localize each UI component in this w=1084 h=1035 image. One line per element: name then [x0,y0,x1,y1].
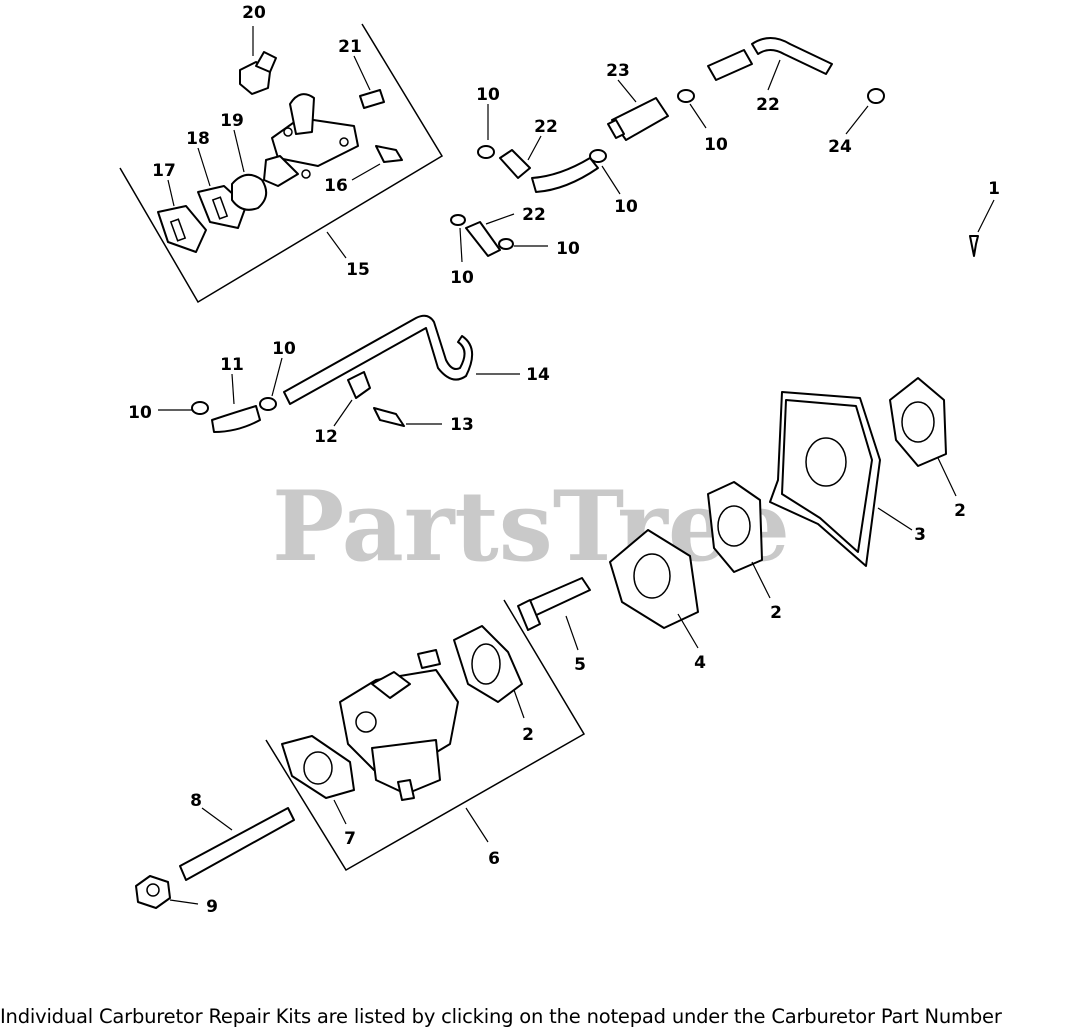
nut-9[interactable] [135,875,199,909]
callout-24: 24 [828,137,852,157]
hose-clamp-10-c[interactable] [677,89,707,129]
fuel-hose-22-short[interactable] [499,135,542,179]
fuel-hose-22-middle[interactable] [465,213,515,257]
fuel-hose-22-straight[interactable] [707,49,753,81]
fuel-line-14[interactable] [283,314,520,405]
callout-14: 14 [526,365,550,385]
fuel-pump-group-bracket [119,23,444,304]
callout-9: 9 [206,897,218,917]
callout-7: 7 [344,829,356,849]
callout-23: 23 [606,61,630,81]
line-clip-12[interactable] [333,371,371,427]
callout-20: 20 [242,3,266,23]
clip-screw-13[interactable] [373,407,442,427]
fuel-hose-22-curved[interactable] [531,157,599,193]
callout-22-b: 22 [756,95,780,115]
bolt-5[interactable] [517,577,591,651]
carburetor-group-bracket [265,599,586,872]
callout-13: 13 [450,415,474,435]
exploded-parts-diagram: PartsTree TM [119,3,1000,917]
callout-10-g: 10 [272,339,296,359]
fuel-hose-11[interactable] [211,373,261,433]
callout-3: 3 [914,525,926,545]
fuel-pump-fitting-16[interactable] [351,145,403,181]
hose-clamp-10-d[interactable] [450,214,466,263]
hose-clamp-10-f[interactable] [158,401,209,415]
callout-10-f: 10 [128,403,152,423]
fuel-filter-23[interactable] [607,79,669,141]
fuel-pump-fitting-20[interactable] [239,26,277,95]
callout-10-c: 10 [614,197,638,217]
callout-15: 15 [346,260,370,280]
callout-21: 21 [338,37,362,57]
gasket-2-b[interactable] [707,481,771,599]
callout-19: 19 [220,111,244,131]
fuel-pump-screw-21[interactable] [353,55,385,109]
callout-17: 17 [152,161,176,181]
callout-12: 12 [314,427,338,447]
callout-1: 1 [988,179,1000,199]
callout-8: 8 [190,791,202,811]
stud-8[interactable] [179,807,295,881]
callout-22-a: 22 [534,117,558,137]
callout-2-a: 2 [954,501,966,521]
fuel-pump-gasket-17[interactable] [157,179,207,253]
fuel-hose-22-elbow[interactable] [751,37,833,91]
watermark-text: PartsTree [272,470,790,583]
callout-10-a: 10 [476,85,500,105]
hose-clamp-10-b[interactable] [589,149,621,195]
gasket-2-a[interactable] [889,377,957,497]
callout-18: 18 [186,129,210,149]
callout-6: 6 [488,849,500,869]
callout-16: 16 [324,176,348,196]
callout-2-b: 2 [770,603,782,623]
fuel-pump-diaphragm-19[interactable] [231,129,268,211]
hose-clamp-10-g[interactable] [259,357,283,411]
callout-4: 4 [694,653,706,673]
carburetor-gasket-7[interactable] [281,735,355,825]
callout-10-b: 10 [704,135,728,155]
fuel-pump-body[interactable] [263,93,359,187]
carburetor-repair-kit-note: Individual Carburetor Repair Kits are li… [0,1005,1002,1028]
carburetor[interactable] [339,649,459,801]
hose-clamp-24[interactable] [845,88,885,135]
callout-2-c: 2 [522,725,534,745]
air-cleaner-base-3[interactable] [769,391,913,567]
callout-11: 11 [220,355,244,375]
carburetor-gasket-2[interactable] [453,625,525,719]
callout-10-d: 10 [556,239,580,259]
callout-5: 5 [574,655,586,675]
callout-22-c: 22 [522,205,546,225]
hose-clamp-10-a[interactable] [477,104,495,159]
adapter-4[interactable] [609,529,699,649]
callout-10-e: 10 [450,268,474,288]
screw-1[interactable] [969,199,995,257]
hose-clamp-10-e[interactable] [498,238,548,250]
